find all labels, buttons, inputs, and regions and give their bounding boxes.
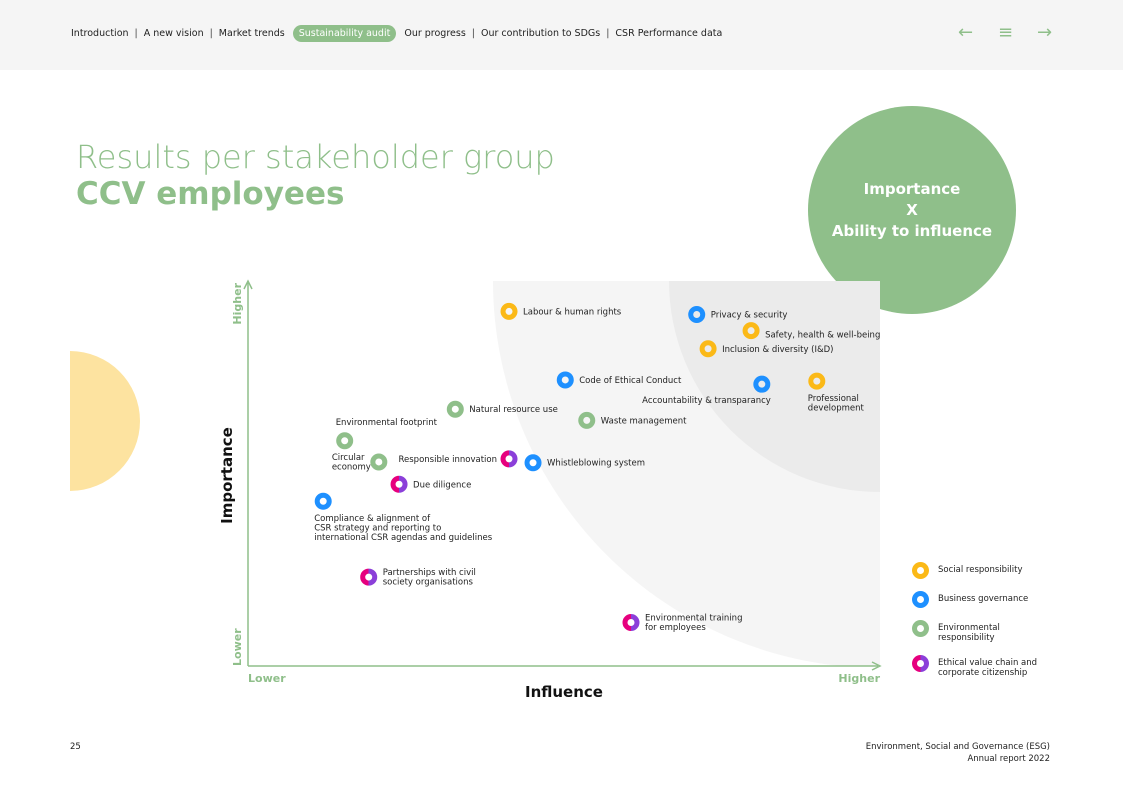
data-point-label: Due diligence <box>413 480 471 490</box>
data-point-business <box>753 375 771 393</box>
footer-text: Environment, Social and Governance (ESG)… <box>866 741 1050 765</box>
nav-item[interactable]: Sustainability audit <box>292 25 397 42</box>
menu-icon[interactable]: ≡ <box>998 22 1014 43</box>
nav-item[interactable]: Introduction <box>71 28 129 39</box>
legend-label: Social responsibility <box>938 565 1023 575</box>
badge-line: Importance <box>863 179 961 198</box>
nav-item[interactable]: Our contribution to SDGs <box>480 28 601 39</box>
importance-x-influence-badge: Importance X Ability to influence <box>808 106 1016 314</box>
legend-marker-icon <box>912 562 929 579</box>
section-nav: Introduction | A new vision | Market trends S… <box>71 25 722 42</box>
badge-line: Ability to influence <box>831 221 993 240</box>
footer-line: Annual report 2022 <box>967 754 1050 764</box>
legend-marker-icon <box>912 655 929 672</box>
data-point-business <box>524 454 542 472</box>
data-point-environmental <box>446 400 464 418</box>
data-point-environmental <box>578 411 596 429</box>
page-number: 25 <box>70 742 81 752</box>
data-point-label: Responsible innovation <box>399 455 498 465</box>
data-point-label: Accountability & transparancy <box>642 396 771 406</box>
nav-item[interactable]: CSR Performance data <box>615 28 723 39</box>
page-subtitle: CCV employees <box>76 176 345 212</box>
data-point-label: Safety, health & well-being <box>765 331 880 341</box>
nav-item[interactable]: Market trends <box>218 28 285 39</box>
arrow-right-icon[interactable]: → <box>1037 22 1053 43</box>
badge-line: X <box>906 200 918 219</box>
data-point-ethical <box>360 568 378 586</box>
data-point-label: Privacy & security <box>711 310 788 320</box>
data-point-social <box>500 302 518 320</box>
data-point-label: Environmental footprint <box>336 418 438 428</box>
nav-item[interactable]: A new vision <box>143 28 204 39</box>
data-point-social <box>808 372 826 390</box>
data-point-business <box>314 492 332 510</box>
nav-separator: | <box>606 28 610 39</box>
data-point-label: Inclusion & diversity (I&D) <box>722 345 833 355</box>
legend-item: Environmental responsibility <box>912 620 1058 643</box>
data-point-label: Code of Ethical Conduct <box>579 376 682 386</box>
page-title: Results per stakeholder group <box>76 138 555 176</box>
arrow-left-icon[interactable]: ← <box>958 22 974 43</box>
data-point-business <box>556 371 574 389</box>
nav-item[interactable]: Our progress <box>404 28 466 39</box>
legend-marker-icon <box>912 620 929 637</box>
data-point-ethical <box>500 450 518 468</box>
y-axis-arrow-icon <box>243 279 253 290</box>
x-axis-arrow-icon <box>871 661 882 671</box>
legend-label: Business governance <box>938 594 1029 604</box>
top-navigation-bar: Introduction | A new vision | Market trends S… <box>0 0 1123 70</box>
nav-separator: | <box>134 28 138 39</box>
priority-zone-inner <box>669 281 880 492</box>
x-axis-label: Influence <box>525 683 603 701</box>
data-point-social <box>742 322 760 340</box>
data-point-ethical <box>622 613 640 631</box>
legend-label: Environmental responsibility <box>938 623 1000 643</box>
y-tick-high: Higher <box>231 282 244 324</box>
data-point-label: Waste management <box>601 416 687 426</box>
data-point-environmental <box>370 453 388 471</box>
y-tick-low: Lower <box>231 628 244 666</box>
nav-separator: | <box>209 28 213 39</box>
data-point-label: Whistleblowing system <box>547 459 645 469</box>
footer-line: Environment, Social and Governance (ESG) <box>865 742 1050 752</box>
legend-item: Social responsibility <box>912 562 1058 579</box>
legend-item: Ethical value chain and corporate citize… <box>912 655 1058 678</box>
data-point-environmental <box>336 432 354 450</box>
legend-label: Ethical value chain and corporate citize… <box>938 658 1038 678</box>
y-axis-label: Importance <box>218 427 236 524</box>
data-point-label: Labour & human rights <box>523 307 622 317</box>
legend-item: Business governance <box>912 591 1058 608</box>
data-point-ethical <box>390 475 408 493</box>
data-point-label: Natural resource use <box>469 405 558 415</box>
legend-marker-icon <box>912 591 929 608</box>
x-tick-high: Higher <box>838 672 880 685</box>
nav-separator: | <box>471 28 475 39</box>
data-point-social <box>699 340 717 358</box>
x-tick-low: Lower <box>248 672 286 685</box>
data-point-business <box>688 305 706 323</box>
